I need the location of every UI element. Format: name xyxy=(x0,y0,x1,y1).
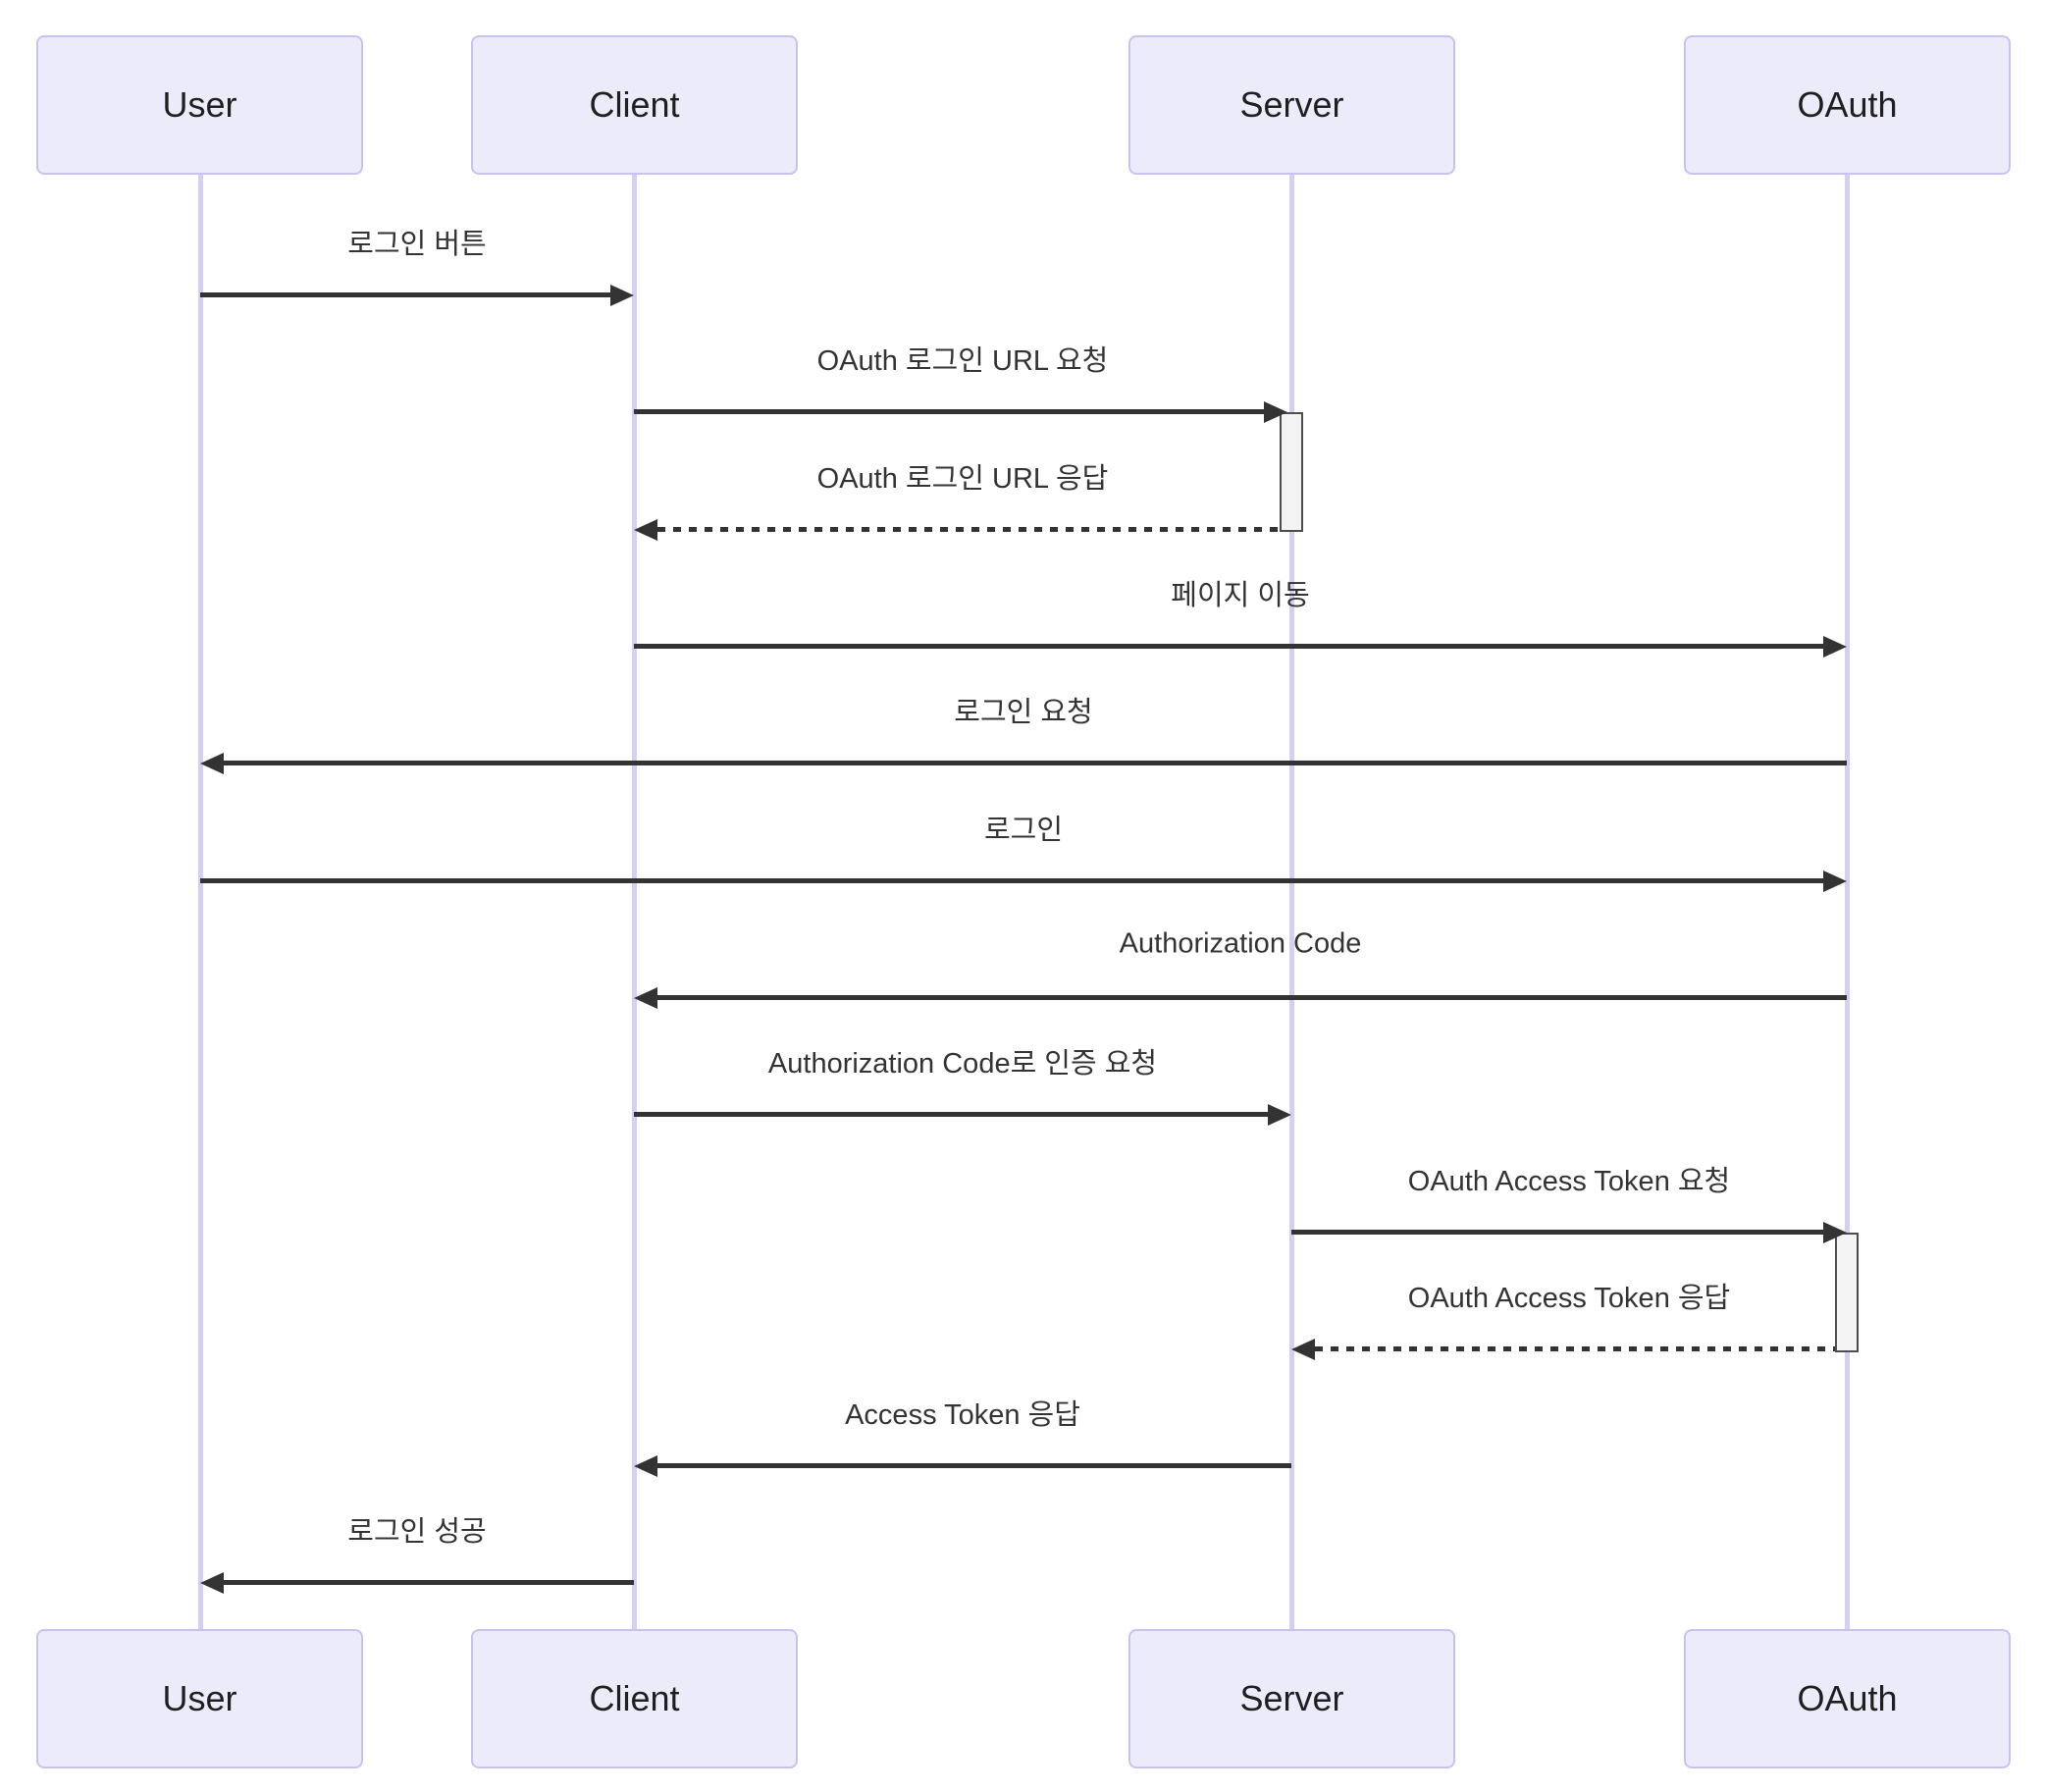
participant-label-user: User xyxy=(162,1678,237,1718)
message-label: 로그인 버튼 xyxy=(347,229,487,260)
message-line xyxy=(1291,1230,1823,1235)
arrowhead-left-icon xyxy=(634,1455,657,1477)
participant-label-server: Server xyxy=(1239,1678,1344,1718)
participant-box-user-top: User xyxy=(36,35,363,175)
activation-bar-oauth xyxy=(1835,1233,1859,1352)
participant-label-server: Server xyxy=(1239,84,1344,125)
lifeline-client xyxy=(632,175,637,1629)
activation-bar-server xyxy=(1280,412,1303,532)
message-label: 로그인 성공 xyxy=(347,1516,487,1548)
message-label: Access Token 응답 xyxy=(845,1399,1080,1431)
message-line xyxy=(200,292,610,297)
arrowhead-left-icon xyxy=(634,519,657,541)
arrowhead-right-icon xyxy=(1268,1104,1291,1126)
message-label: OAuth Access Token 응답 xyxy=(1407,1283,1731,1314)
arrowhead-left-icon xyxy=(200,1572,224,1594)
participant-label-oauth: OAuth xyxy=(1797,84,1898,125)
message-label: 로그인 요청 xyxy=(954,697,1093,728)
participant-box-server-top: Server xyxy=(1128,35,1455,175)
message-label: Authorization Code로 인증 요청 xyxy=(767,1048,1158,1080)
message-line xyxy=(657,1463,1291,1468)
arrowhead-left-icon xyxy=(1291,1339,1315,1360)
message-line xyxy=(224,761,1847,765)
participant-box-server-bottom: Server xyxy=(1128,1629,1455,1768)
arrowhead-right-icon xyxy=(1823,1222,1847,1243)
participant-box-oauth-top: OAuth xyxy=(1684,35,2011,175)
message-line xyxy=(634,644,1823,649)
participant-box-oauth-bottom: OAuth xyxy=(1684,1629,2011,1768)
message-line xyxy=(634,1112,1268,1117)
participant-box-user-bottom: User xyxy=(36,1629,363,1768)
participant-label-client: Client xyxy=(589,84,680,125)
participant-label-oauth: OAuth xyxy=(1797,1678,1898,1718)
message-label: 페이지 이동 xyxy=(1171,580,1310,611)
message-label: OAuth 로그인 URL 응답 xyxy=(816,463,1109,495)
lifeline-server xyxy=(1289,175,1294,1629)
arrowhead-right-icon xyxy=(610,285,634,306)
message-line xyxy=(1315,1346,1835,1351)
message-line xyxy=(657,995,1847,1000)
arrowhead-right-icon xyxy=(1823,636,1847,658)
arrowhead-left-icon xyxy=(200,753,224,774)
arrowhead-left-icon xyxy=(634,987,657,1009)
message-line xyxy=(657,527,1280,532)
lifeline-user xyxy=(198,175,203,1629)
arrowhead-right-icon xyxy=(1264,401,1287,423)
message-label: 로그인 xyxy=(983,815,1064,846)
participant-box-client-top: Client xyxy=(471,35,798,175)
lifeline-oauth xyxy=(1845,175,1850,1629)
message-label: Authorization Code xyxy=(1119,927,1362,960)
message-label: OAuth 로그인 URL 요청 xyxy=(816,345,1109,377)
message-label: OAuth Access Token 요청 xyxy=(1407,1166,1731,1197)
participant-label-client: Client xyxy=(589,1678,680,1718)
message-line xyxy=(634,409,1264,414)
participant-box-client-bottom: Client xyxy=(471,1629,798,1768)
message-line xyxy=(224,1580,634,1585)
participant-label-user: User xyxy=(162,84,237,125)
message-line xyxy=(200,878,1823,883)
arrowhead-right-icon xyxy=(1823,870,1847,892)
